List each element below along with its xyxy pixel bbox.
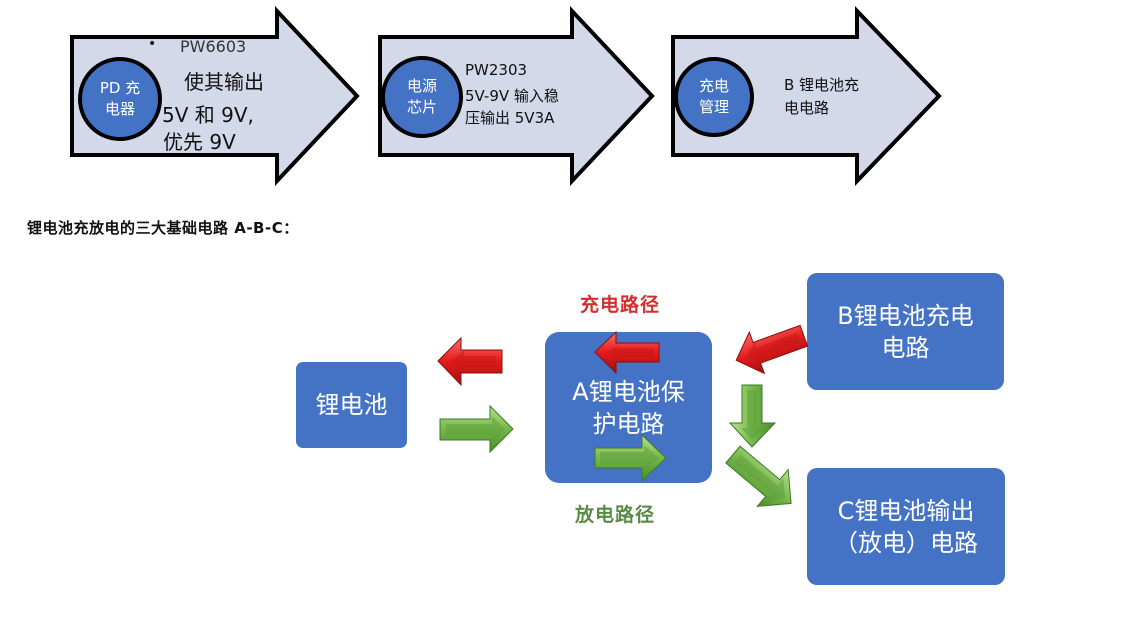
flow-arrow-1 xyxy=(70,5,360,187)
step1-line2: 使其输出 xyxy=(184,70,264,94)
step3-line2: 电电路 xyxy=(784,99,830,117)
step1-line4: 优先 9V xyxy=(163,130,236,154)
charge-circuit-label-1: B锂电池充电 xyxy=(837,301,974,330)
charge-arrow-from-b xyxy=(735,324,809,375)
pd-charger-circle: PD 充 电器 xyxy=(78,57,162,141)
step2-chip: PW2303 xyxy=(465,61,528,79)
step1-chip: PW6603 xyxy=(180,37,247,56)
flow-arrow-2 xyxy=(378,5,655,187)
discharge-circuit-block: C锂电池输出 （放电）电路 xyxy=(807,468,1005,585)
discharge-circuit-label-2: （放电）电路 xyxy=(834,528,978,557)
discharge-arrow-down xyxy=(728,384,777,448)
pd-charger-label-1: PD 充 xyxy=(99,79,141,97)
discharge-arrow-right xyxy=(439,404,514,454)
pd-charger-label-2: 电器 xyxy=(104,100,135,118)
power-chip-label-2: 芯片 xyxy=(406,98,437,116)
section-heading: 锂电池充放电的三大基础电路 A-B-C： xyxy=(27,219,299,237)
charge-arrow-left xyxy=(437,336,503,387)
protection-circuit-block: A锂电池保 护电路 xyxy=(545,332,712,483)
bullet: • xyxy=(148,36,157,52)
battery-block: 锂电池 xyxy=(296,362,407,448)
discharge-arrow-to-c xyxy=(725,445,792,507)
power-chip-label-1: 电源 xyxy=(406,77,437,95)
charge-circuit-label-2: 电路 xyxy=(881,333,930,362)
charge-mgmt-label-2: 管理 xyxy=(698,98,729,116)
flow-arrows xyxy=(70,5,942,187)
discharge-path-label: 放电路径 xyxy=(575,504,656,526)
flow-arrow-3 xyxy=(671,6,942,186)
charge-mgmt-circle: 充电 管理 xyxy=(674,57,754,137)
battery-label: 锂电池 xyxy=(315,391,388,419)
protection-label-1: A锂电池保 xyxy=(572,377,685,406)
step1-line3: 5V 和 9V, xyxy=(162,103,254,127)
charge-path-label: 充电路径 xyxy=(580,294,661,316)
power-chip-circle: 电源 芯片 xyxy=(381,56,463,138)
discharge-circuit-label-1: C锂电池输出 xyxy=(837,496,975,525)
step3-line1: B 锂电池充 xyxy=(784,76,860,94)
step2-line3: 压输出 5V3A xyxy=(465,109,555,127)
step2-line2: 5V-9V 输入稳 xyxy=(465,87,559,105)
protection-label-2: 护电路 xyxy=(592,409,665,438)
charge-mgmt-label-1: 充电 xyxy=(698,77,729,95)
charge-circuit-block: B锂电池充电 电路 xyxy=(807,273,1004,390)
